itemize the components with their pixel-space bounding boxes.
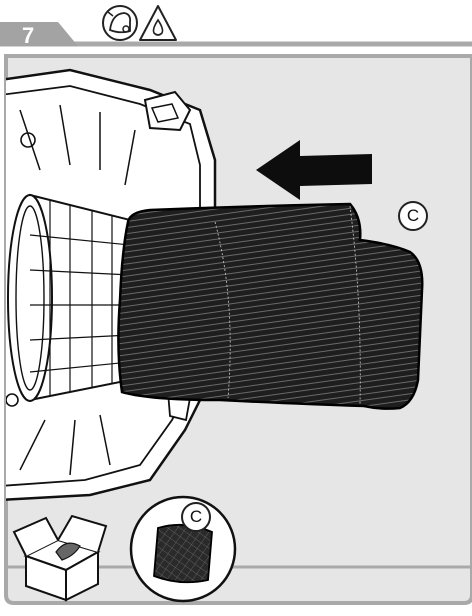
step-number: 7: [22, 23, 35, 48]
water-drop-warning-icon: [139, 5, 177, 41]
callout-label-c: C: [398, 201, 428, 231]
step-tab: [0, 20, 74, 52]
vacuum-icon: [102, 5, 138, 41]
arrow-left-icon: [256, 140, 372, 200]
callout-label-c-inset: C: [181, 502, 211, 532]
open-box-icon: [12, 514, 108, 602]
filter-sock: [117, 202, 424, 410]
